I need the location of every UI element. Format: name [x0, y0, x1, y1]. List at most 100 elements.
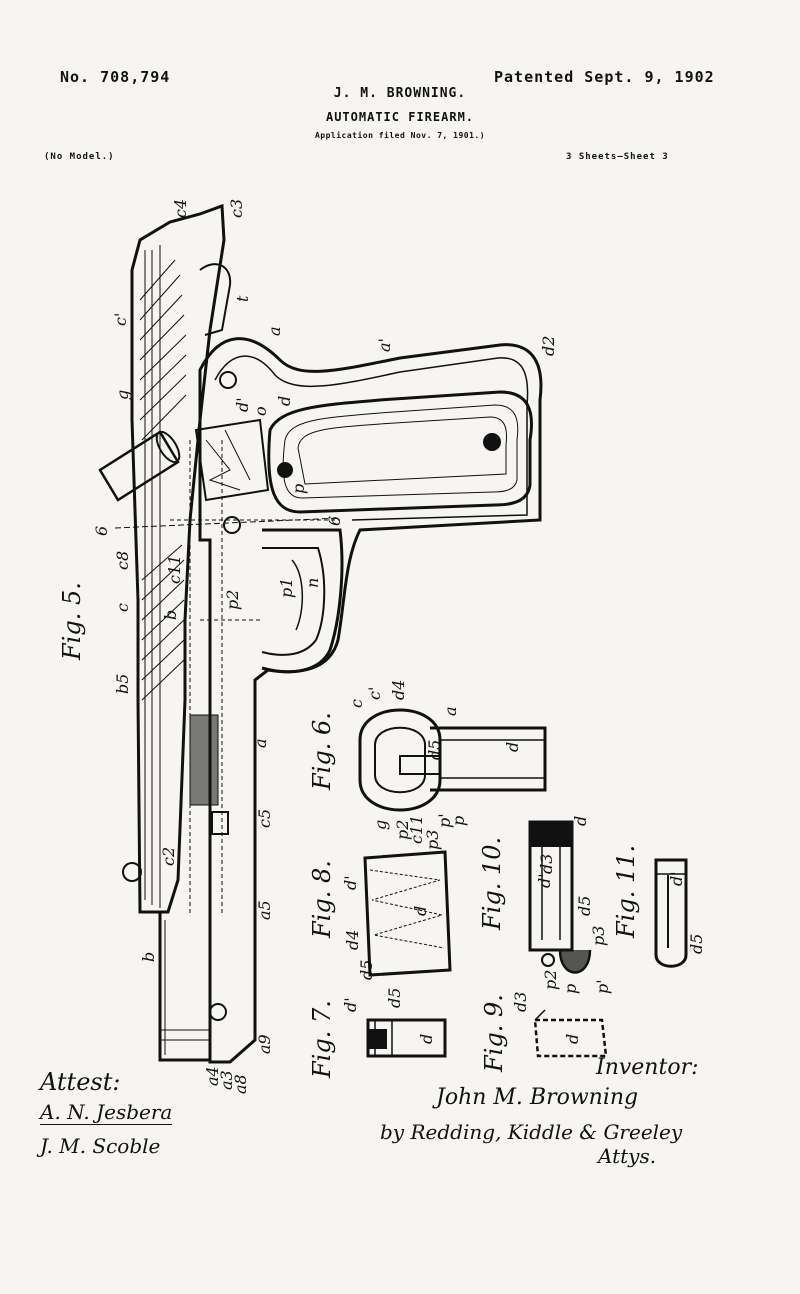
- f6-label-c11: c11: [407, 815, 426, 844]
- f9-label-d3: d3: [511, 992, 530, 1012]
- slide-hatching: [139, 245, 187, 908]
- label-n: n: [303, 578, 322, 588]
- fig9-drawing: [533, 1009, 608, 1058]
- application-date: Application filed Nov. 7, 1901.): [314, 131, 486, 140]
- patent-number: No. 708,794: [60, 68, 171, 86]
- label-a4: a4: [203, 1066, 222, 1086]
- f10-label-d3: d3: [537, 854, 556, 874]
- f10-label-d1: d': [535, 873, 554, 888]
- f6-label-p2: p2: [393, 820, 412, 840]
- fig9-title: Fig. 9.: [480, 994, 508, 1073]
- f7-label-d: d: [417, 1034, 436, 1044]
- witness-signature-1: A. N. Jesbera: [40, 1100, 173, 1125]
- fig10-drawing: [528, 820, 592, 974]
- label-six-left: 6: [92, 526, 111, 536]
- barrel: [158, 912, 212, 1062]
- label-c11: c11: [165, 555, 184, 584]
- f11-label-d1: d': [667, 871, 686, 886]
- label-a8: a8: [231, 1074, 250, 1094]
- f10-label-p2: p2: [541, 970, 560, 990]
- f6-label-p: p: [449, 816, 468, 826]
- sheet-count: 3 Sheets—Sheet 3: [566, 152, 669, 162]
- witness-signature-2: J. M. Scoble: [40, 1134, 161, 1158]
- fig7-drawing: [366, 1018, 447, 1058]
- label-c8: c8: [113, 551, 132, 570]
- label-c3: c3: [227, 199, 246, 218]
- label-a3: a3: [217, 1070, 236, 1090]
- fig7-title: Fig. 7.: [308, 1000, 336, 1079]
- label-p1: p1: [277, 578, 296, 598]
- attest-label: Attest:: [40, 1068, 121, 1096]
- fig11-title: Fig. 11.: [612, 845, 640, 939]
- f8-label-d5: d5: [357, 960, 376, 980]
- f6-label-p3: p3: [423, 830, 442, 850]
- label-a1: a': [375, 338, 394, 352]
- label-b-barrel: b: [139, 952, 158, 962]
- label-c2: c2: [159, 847, 178, 866]
- f8-label-d: d: [411, 906, 430, 916]
- f10-label-d5: d5: [575, 896, 594, 916]
- label-c5: c5: [255, 809, 274, 828]
- label-t: t: [233, 295, 252, 302]
- label-c1: c': [111, 313, 130, 326]
- fig8-drawing: [363, 850, 452, 977]
- label-c: c: [113, 603, 132, 612]
- slide-outline: [130, 203, 226, 914]
- f6-label-c1: c': [365, 687, 384, 700]
- fig6-title: Fig. 6.: [308, 712, 336, 791]
- label-a-lower: a: [251, 738, 270, 748]
- fig10-title: Fig. 10.: [478, 837, 506, 931]
- f10-label-p3: p3: [589, 926, 608, 946]
- fig5-title: Fig. 5.: [58, 582, 86, 661]
- inventor-heading: J. M. BROWNING.: [333, 86, 467, 101]
- f6-label-d4: d4: [389, 680, 408, 700]
- f6-label-d5: d5: [425, 740, 444, 760]
- figure-titles: Fig. 5. Fig. 6. Fig. 8. Fig. 10. Fig. 11…: [58, 582, 640, 1079]
- ejected-cartridge: [98, 430, 180, 502]
- patent-title: AUTOMATIC FIREARM.: [325, 110, 475, 124]
- attys-label: Attys.: [598, 1144, 657, 1168]
- f6-label-p1: p': [435, 813, 454, 828]
- f7-label-d1: d': [341, 997, 360, 1012]
- f10-label-p: p: [561, 984, 580, 994]
- f6-label-a: a: [441, 706, 460, 716]
- f9-label-d: d: [563, 1034, 582, 1044]
- trigger-guard: [261, 528, 344, 674]
- fig6-drawing: [358, 708, 547, 812]
- fig11-drawing: [654, 858, 688, 968]
- patent-date: Patented Sept. 9, 1902: [494, 68, 715, 86]
- label-b: b: [161, 610, 180, 620]
- attorneys-signature: by Redding, Kiddle & Greeley: [380, 1120, 683, 1144]
- fig8-title: Fig. 8.: [308, 860, 336, 939]
- label-g: g: [113, 390, 132, 400]
- f8-label-d1: d': [341, 875, 360, 890]
- f10-label-p1: p': [593, 979, 612, 994]
- f10-label-d: d: [571, 816, 590, 826]
- f11-label-d5: d5: [687, 934, 706, 954]
- label-a: a: [265, 326, 284, 336]
- reference-letters: c4 c3 c' t a a' d2 g d d' o p 6 6 c8 c11…: [92, 199, 706, 1094]
- f8-label-d4: d4: [343, 930, 362, 950]
- fig5-pistol-drawing: [98, 203, 543, 1064]
- label-b5: b5: [113, 674, 132, 694]
- model-note: (No Model.): [44, 152, 115, 162]
- f6-label-d: d: [503, 742, 522, 752]
- inventor-label: Inventor:: [596, 1055, 699, 1080]
- label-six-right: 6: [325, 516, 344, 526]
- f6-label-c: c: [347, 699, 366, 708]
- label-d: d: [275, 396, 294, 406]
- label-a9: a9: [255, 1034, 274, 1054]
- label-a5: a5: [255, 900, 274, 920]
- label-p: p: [289, 484, 308, 494]
- inventor-signature: John M. Browning: [436, 1085, 639, 1110]
- grip-panel: [267, 390, 533, 514]
- label-p2: p2: [223, 590, 242, 610]
- f6-label-g: g: [371, 820, 390, 830]
- label-d1: d': [233, 397, 252, 412]
- f7-label-d5: d5: [385, 988, 404, 1008]
- label-c4: c4: [171, 199, 190, 218]
- label-d2: d2: [539, 336, 558, 356]
- label-o: o: [251, 406, 270, 416]
